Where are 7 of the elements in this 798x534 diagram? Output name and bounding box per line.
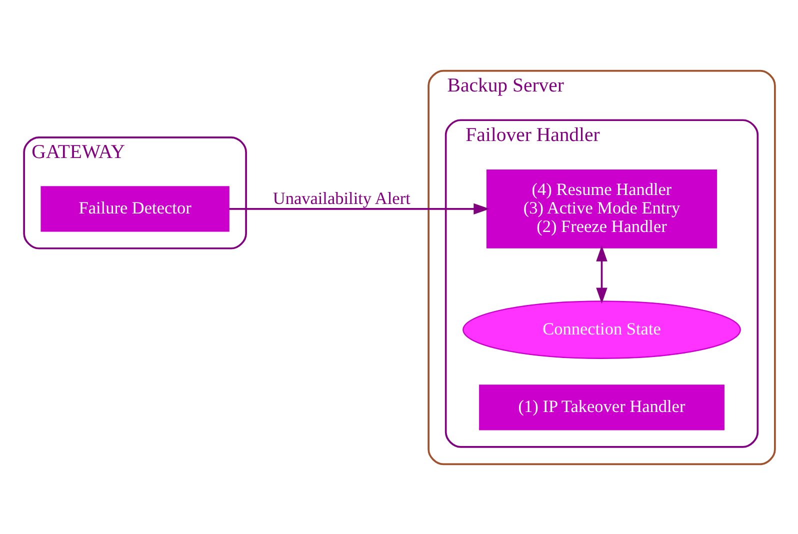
- arrow: [228, 202, 490, 214]
- edge-label: Unavailability Alert: [272, 188, 410, 208]
- node-ellipse: Connection State: [462, 300, 740, 358]
- node-box: Failure Detector: [40, 186, 229, 232]
- arrow: [596, 244, 607, 304]
- node-box: (1) IP Takeover Handler: [478, 384, 724, 430]
- node-box: (4) Resume Handler (3) Active Mode Entry (2) Freeze Handler: [486, 168, 717, 248]
